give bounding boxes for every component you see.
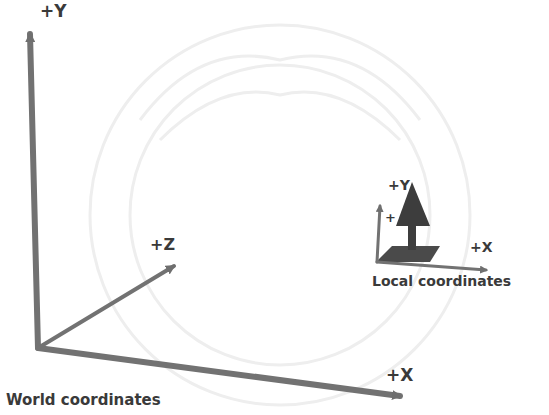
caption-label: Local coordinates (372, 274, 511, 289)
axis-label: +X (470, 240, 493, 255)
axis-label: +Z (150, 236, 175, 254)
watermark (90, 25, 470, 405)
axis-label: +Y (388, 178, 410, 193)
axis-label: +Y (40, 2, 67, 21)
local-object (376, 182, 486, 270)
axis-label: + (385, 211, 396, 225)
caption-label: World coordinates (6, 392, 161, 409)
world-axes (30, 34, 400, 396)
axis-label: +X (386, 366, 413, 385)
